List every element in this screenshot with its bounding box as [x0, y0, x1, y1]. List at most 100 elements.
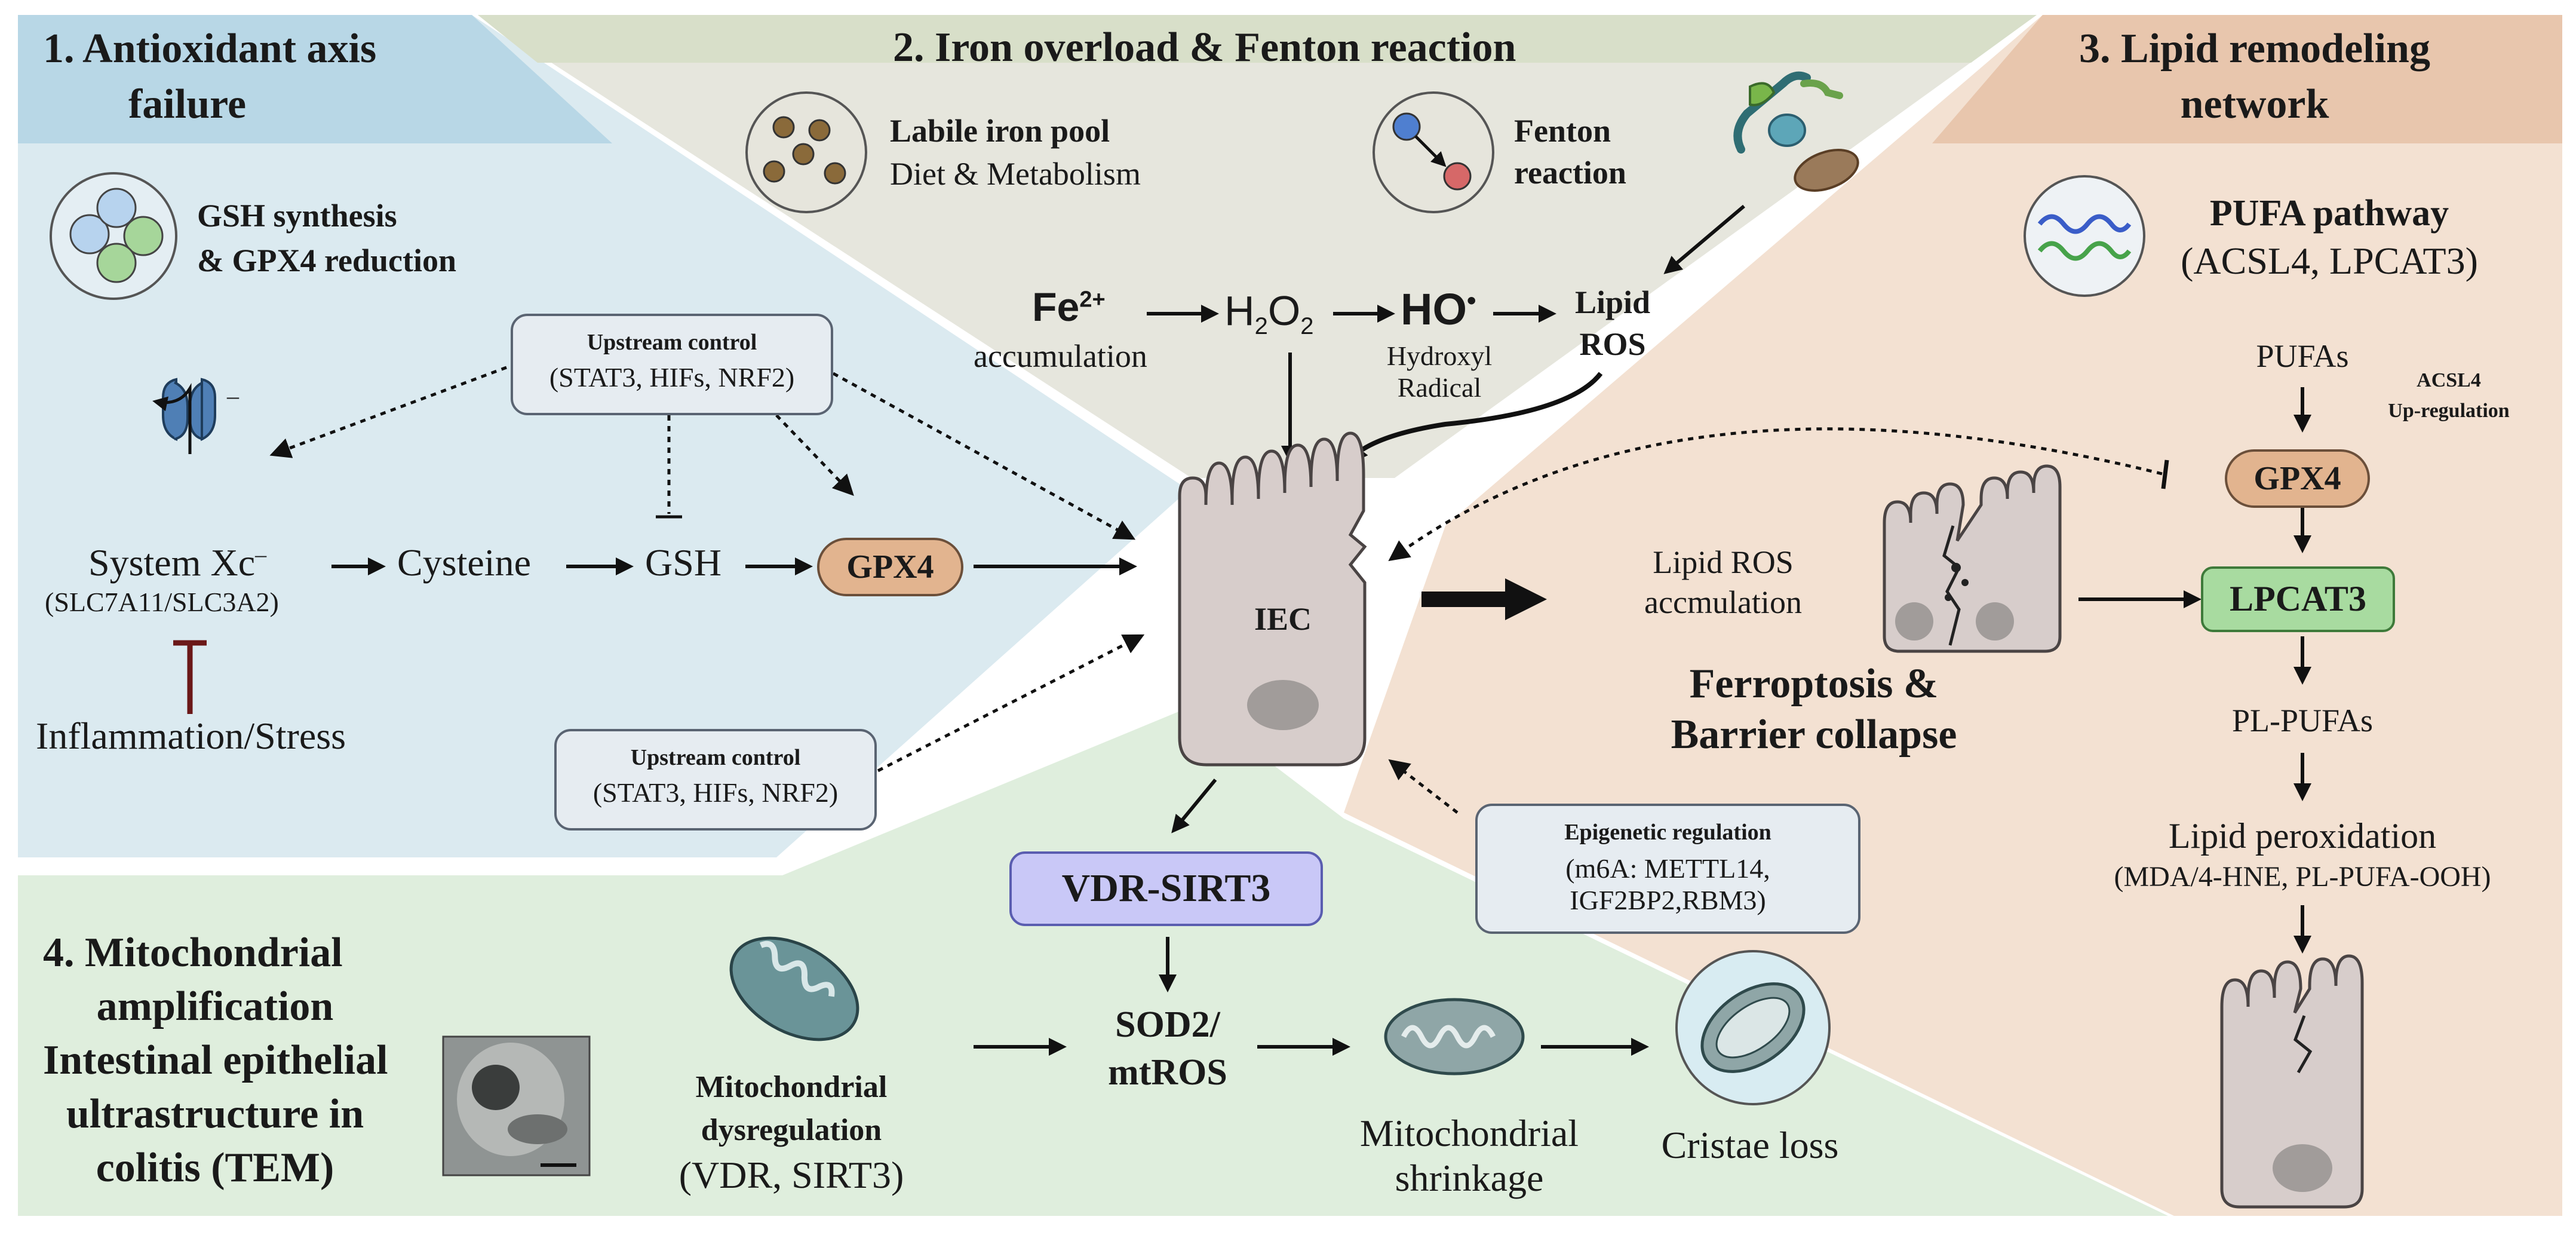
panel4-title-line3: Intestinal epithelial — [43, 1037, 388, 1083]
h2o2-label: H2O2 — [1224, 287, 1314, 340]
panel1-header — [18, 15, 612, 143]
gut-microbe-icon — [1733, 71, 1859, 192]
upstream-title: Upstream control — [587, 330, 757, 355]
fe-sub: accumulation — [974, 338, 1147, 374]
upstream-control-box-top: Upstream control (STAT3, HIFs, NRF2) — [511, 314, 833, 415]
gsh-synthesis-icon — [50, 172, 177, 300]
cristae-loss-label: Cristae loss — [1661, 1124, 1839, 1166]
panel1-background — [18, 15, 1189, 857]
epigenetic-box: Epigenetic regulation (m6A: METTL14, IGF… — [1475, 804, 1860, 934]
panel3-title-line1: 3. Lipid remodeling — [2079, 26, 2430, 72]
shrink-line1: Mitochondrial — [1359, 1112, 1579, 1154]
lipid-ros-line2: ROS — [1579, 326, 1646, 362]
fe-sup: 2+ — [1079, 287, 1106, 312]
fenton-line2: reaction — [1514, 155, 1626, 191]
shrunken-mitochondria-icon — [1384, 998, 1525, 1075]
ferroptosis-line2: Barrier collapse — [1671, 712, 1957, 758]
panel1-title-line1: 1. Antioxidant axis — [43, 26, 377, 72]
arrow-microbe-to-lipid-ros — [1663, 204, 1745, 274]
panel4-title-line1: 4. Mitochondrial — [43, 930, 343, 976]
epigenetic-line2: IGF2BP2,RBM3) — [1570, 885, 1766, 915]
mito-dys-line2: dysregulation — [701, 1113, 882, 1147]
dotted-gpx4-inhibit-iec — [1388, 427, 2163, 562]
upstream2-title: Upstream control — [630, 745, 801, 770]
mito-dys-line3: (VDR, SIRT3) — [678, 1154, 904, 1196]
h2o2-o: O — [1267, 287, 1301, 334]
epigenetic-line1: (m6A: METTL14, — [1565, 853, 1770, 884]
fenton-reaction-icon — [1373, 91, 1494, 213]
ruptured-cell-icon — [2220, 954, 2364, 1209]
system-xc-label: System Xc– — [88, 541, 266, 585]
h2o2-sub1: 2 — [1254, 313, 1268, 339]
vdr-sirt3-node: VDR-SIRT3 — [1009, 851, 1323, 926]
pufa-title: PUFA pathway — [2209, 193, 2449, 234]
acsl4-label: ACSL4 — [2417, 369, 2481, 391]
panel4-title-line2: amplification — [96, 983, 334, 1029]
system-xc-transporter-icon — [152, 378, 216, 454]
lipid-ros-accum-line1: Lipid ROS — [1653, 544, 1794, 580]
acsl4-upregulation: Up-regulation — [2388, 400, 2510, 422]
shrink-line2: shrinkage — [1395, 1157, 1544, 1199]
arrow-iec-to-ferroptosis — [1421, 578, 1547, 620]
inhibit-tick-gpx4 — [2161, 459, 2169, 489]
ho-text: HO — [1401, 284, 1467, 334]
lipid-ros-accum-line2: accmulation — [1644, 584, 1802, 620]
ho-sub1: Hydroxyl — [1386, 341, 1493, 371]
gpx4-node-panel3: GPX4 — [2225, 449, 2370, 508]
lpcat3-node: LPCAT3 — [2201, 566, 2395, 632]
fe-text: Fe — [1032, 284, 1080, 330]
system-xc-sub: (SLC7A11/SLC3A2) — [45, 587, 279, 617]
lipid-ros-line1: Lipid — [1574, 284, 1651, 320]
mitochondria-icon — [729, 936, 859, 1041]
system-xc-sup: – — [255, 542, 267, 568]
iec-cell — [1178, 431, 1367, 767]
panel1-title-line2: failure — [128, 81, 247, 127]
fenton-line1: Fenton — [1514, 113, 1611, 149]
h2o2-h: H — [1224, 287, 1255, 334]
cysteine-label: Cysteine — [397, 541, 531, 584]
ho-label: HO• — [1401, 284, 1476, 335]
panel2-header — [478, 15, 2037, 63]
sod2-line1: SOD2/ — [1115, 1004, 1220, 1045]
arrow-iec-to-vdr — [1171, 779, 1217, 833]
cristae-loss-icon — [1675, 950, 1831, 1105]
ferroptosis-line1: Ferroptosis & — [1689, 661, 1939, 707]
upstream-dotted-arrows — [269, 366, 1145, 773]
panel3-title-line2: network — [2180, 81, 2329, 127]
upstream2-body: (STAT3, HIFs, NRF2) — [592, 777, 839, 808]
ho-dot: • — [1467, 286, 1476, 315]
upstream-control-box-bottom: Upstream control (STAT3, HIFs, NRF2) — [554, 729, 877, 831]
inhibition-bar — [173, 640, 207, 714]
mito-dys-line1: Mitochondrial — [695, 1070, 888, 1104]
gsh-label: GSH — [645, 541, 722, 584]
ho-sub2: Radical — [1397, 372, 1482, 403]
labile-iron-title: Labile iron pool — [890, 113, 1110, 149]
dotted-epigenetic-to-iec — [1388, 759, 1459, 814]
labile-iron-sub: Diet & Metabolism — [890, 156, 1141, 192]
panel2-background — [478, 15, 2037, 478]
panel4-title-line5: colitis (TEM) — [96, 1145, 334, 1191]
arrow-lipid-ros-to-iec — [1344, 372, 1603, 467]
system-xc-text: System Xc — [88, 541, 256, 584]
transporter-sign: – — [227, 382, 239, 409]
damaged-cell-icon — [1883, 464, 2062, 653]
gsh-caption-line1: GSH synthesis — [197, 198, 397, 234]
fe-label: Fe2+ — [1032, 284, 1106, 330]
pufa-sub: (ACSL4, LPCAT3) — [2181, 240, 2478, 282]
upstream-body: (STAT3, HIFs, NRF2) — [549, 362, 795, 393]
tem-image — [442, 1035, 591, 1176]
pufas-label: PUFAs — [2256, 338, 2349, 374]
panel2-title: 2. Iron overload & Fenton reaction — [893, 24, 1516, 71]
sod2-line2: mtROS — [1108, 1052, 1227, 1093]
iec-label: IEC — [1254, 601, 1312, 637]
lipid-peroxidation-label: Lipid peroxidation — [2168, 816, 2437, 856]
epigenetic-title: Epigenetic regulation — [1564, 820, 1771, 845]
pl-pufas-label: PL-PUFAs — [2231, 703, 2374, 738]
lipid-peroxidation-sub: (MDA/4-HNE, PL-PUFA-OOH) — [2114, 861, 2491, 893]
inflammation-label: Inflammation/Stress — [36, 715, 346, 757]
pufa-pathway-icon — [2024, 175, 2145, 297]
panel3-header — [1932, 15, 2562, 143]
panel4-title-line4: ultrastructure in — [66, 1091, 364, 1137]
gpx4-node-panel1: GPX4 — [817, 538, 963, 596]
